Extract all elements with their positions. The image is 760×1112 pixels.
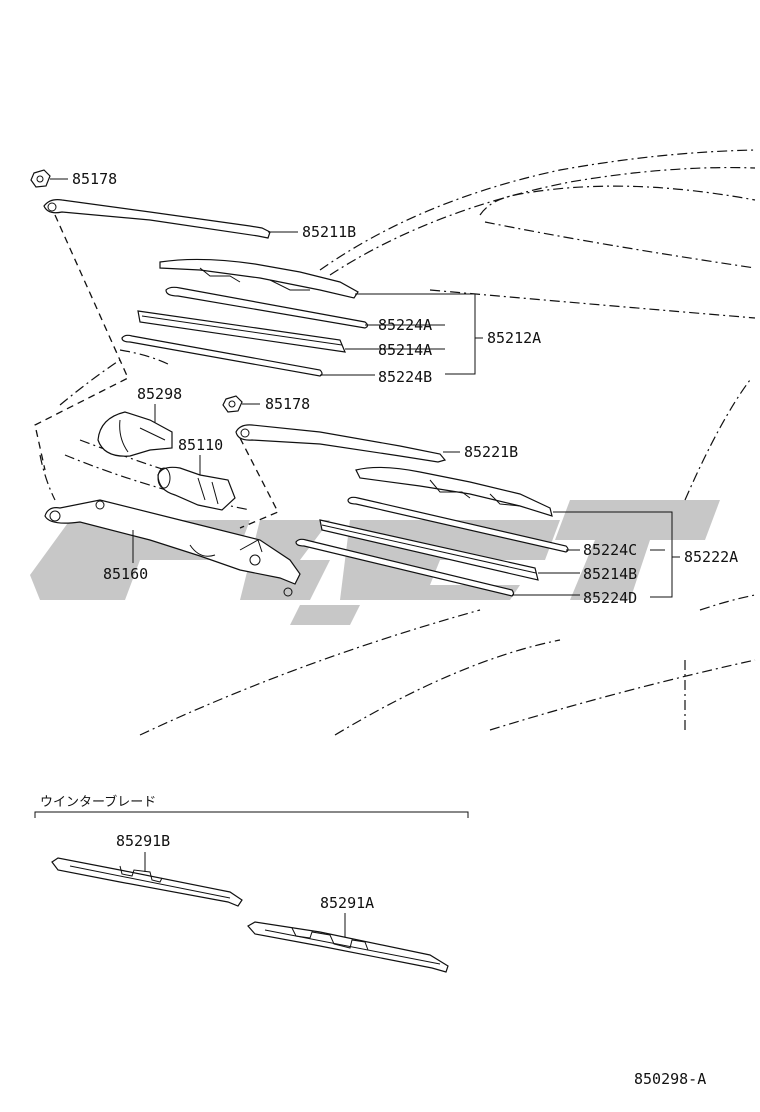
rear-blade-label: 85222A — [684, 548, 738, 566]
winter-b-label: 85291B — [116, 832, 170, 850]
winter-a-part — [247, 921, 449, 973]
winter-a-label: 85291A — [320, 894, 374, 912]
rear-arm-part — [235, 424, 447, 463]
rubber-a-label: 85224A — [378, 316, 432, 334]
motor-part — [157, 466, 236, 511]
nut-mid-part — [222, 395, 243, 413]
rubber-c-label: 85224C — [583, 541, 637, 559]
front-blade-label: 85212A — [487, 329, 541, 347]
rear-blade-part — [355, 466, 553, 517]
cap-label: 85298 — [137, 385, 182, 403]
nut-top-part — [30, 169, 51, 188]
rubber-b-label: 85224B — [378, 368, 432, 386]
winter-b-part — [51, 857, 243, 907]
plate-rear-label: 85214B — [583, 565, 637, 583]
link-label: 85160 — [103, 565, 148, 583]
rubber-d-label: 85224D — [583, 589, 637, 607]
winter-section-rule — [34, 811, 469, 818]
plate-rear-part — [319, 519, 539, 581]
front-blade-bracket — [320, 293, 483, 376]
nut-mid-label: 85178 — [265, 395, 310, 413]
winter-section-title: ウインターブレード — [40, 794, 156, 810]
connection-lines — [34, 214, 279, 529]
rear-arm-label: 85221B — [464, 443, 518, 461]
motor-label: 85110 — [178, 436, 223, 454]
nut-top-label: 85178 — [72, 170, 117, 188]
rubber-b-part — [121, 334, 323, 377]
rubber-d-part — [295, 538, 515, 597]
rear-blade-bracket — [512, 511, 680, 598]
front-arm-label: 85211B — [302, 223, 356, 241]
link-part — [44, 499, 301, 597]
plate-front-label: 85214A — [378, 341, 432, 359]
plate-front-part — [137, 310, 346, 353]
front-blade-part — [159, 258, 359, 299]
front-arm-part — [43, 199, 271, 239]
figure-code: 850298-A — [634, 1070, 706, 1088]
cap-part — [97, 411, 173, 457]
